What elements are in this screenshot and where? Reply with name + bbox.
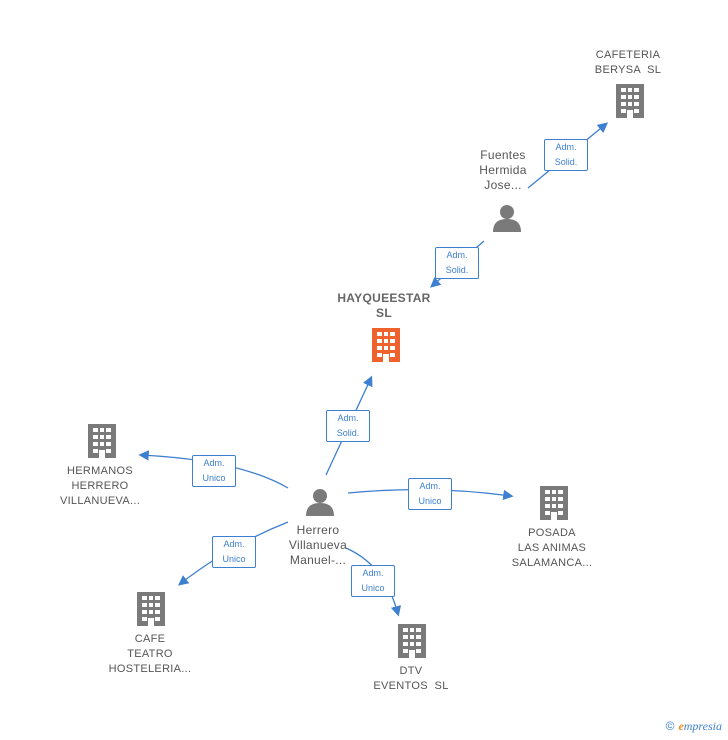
relation-badge-fuentes-hayqueestar: Adm. Solid. bbox=[435, 247, 479, 279]
node-label-cafeteria[interactable]: CAFETERIA BERYSA SL bbox=[594, 49, 662, 76]
node-label-hayqueestar[interactable]: HAYQUEESTAR SL bbox=[337, 291, 431, 320]
building-icon-hayqueestar[interactable] bbox=[372, 328, 400, 362]
brand-initial: e bbox=[678, 719, 684, 733]
copyright-icon: © bbox=[665, 719, 675, 733]
person-icon-herrero[interactable] bbox=[306, 489, 334, 516]
node-label-herrero[interactable]: Herrero Villanueva Manuel-... bbox=[288, 523, 348, 567]
node-label-hermanos[interactable]: HERMANOS HERRERO VILLANUEVA... bbox=[59, 465, 141, 507]
relation-badge-herrero-posada: Adm. Unico bbox=[408, 478, 452, 510]
building-icon-hermanos[interactable] bbox=[88, 424, 116, 458]
building-icon-dtv[interactable] bbox=[398, 624, 426, 658]
building-icon-posada[interactable] bbox=[540, 486, 568, 520]
relation-badge-fuentes-cafeteria: Adm. Solid. bbox=[544, 139, 588, 171]
building-icon-cafe[interactable] bbox=[137, 592, 165, 626]
node-label-dtv[interactable]: DTV EVENTOS SL bbox=[373, 665, 449, 692]
relation-badge-herrero-dtv: Adm. Unico bbox=[351, 565, 395, 597]
person-icon-fuentes[interactable] bbox=[493, 205, 521, 232]
empresia-credit[interactable]: ©empresia bbox=[666, 719, 722, 734]
node-label-posada[interactable]: POSADA LAS ANIMAS SALAMANCA... bbox=[511, 527, 593, 569]
node-label-fuentes[interactable]: Fuentes Hermida Jose... bbox=[479, 148, 527, 192]
node-label-cafe[interactable]: CAFE TEATRO HOSTELERIA... bbox=[108, 633, 192, 675]
relation-badge-herrero-cafe: Adm. Unico bbox=[212, 536, 256, 568]
relation-badge-herrero-hayqueestar: Adm. Solid. bbox=[326, 410, 370, 442]
relation-badge-herrero-hermanos: Adm. Unico bbox=[192, 455, 236, 487]
brand-name: mpresia bbox=[683, 719, 722, 733]
building-icon-cafeteria[interactable] bbox=[616, 84, 644, 118]
